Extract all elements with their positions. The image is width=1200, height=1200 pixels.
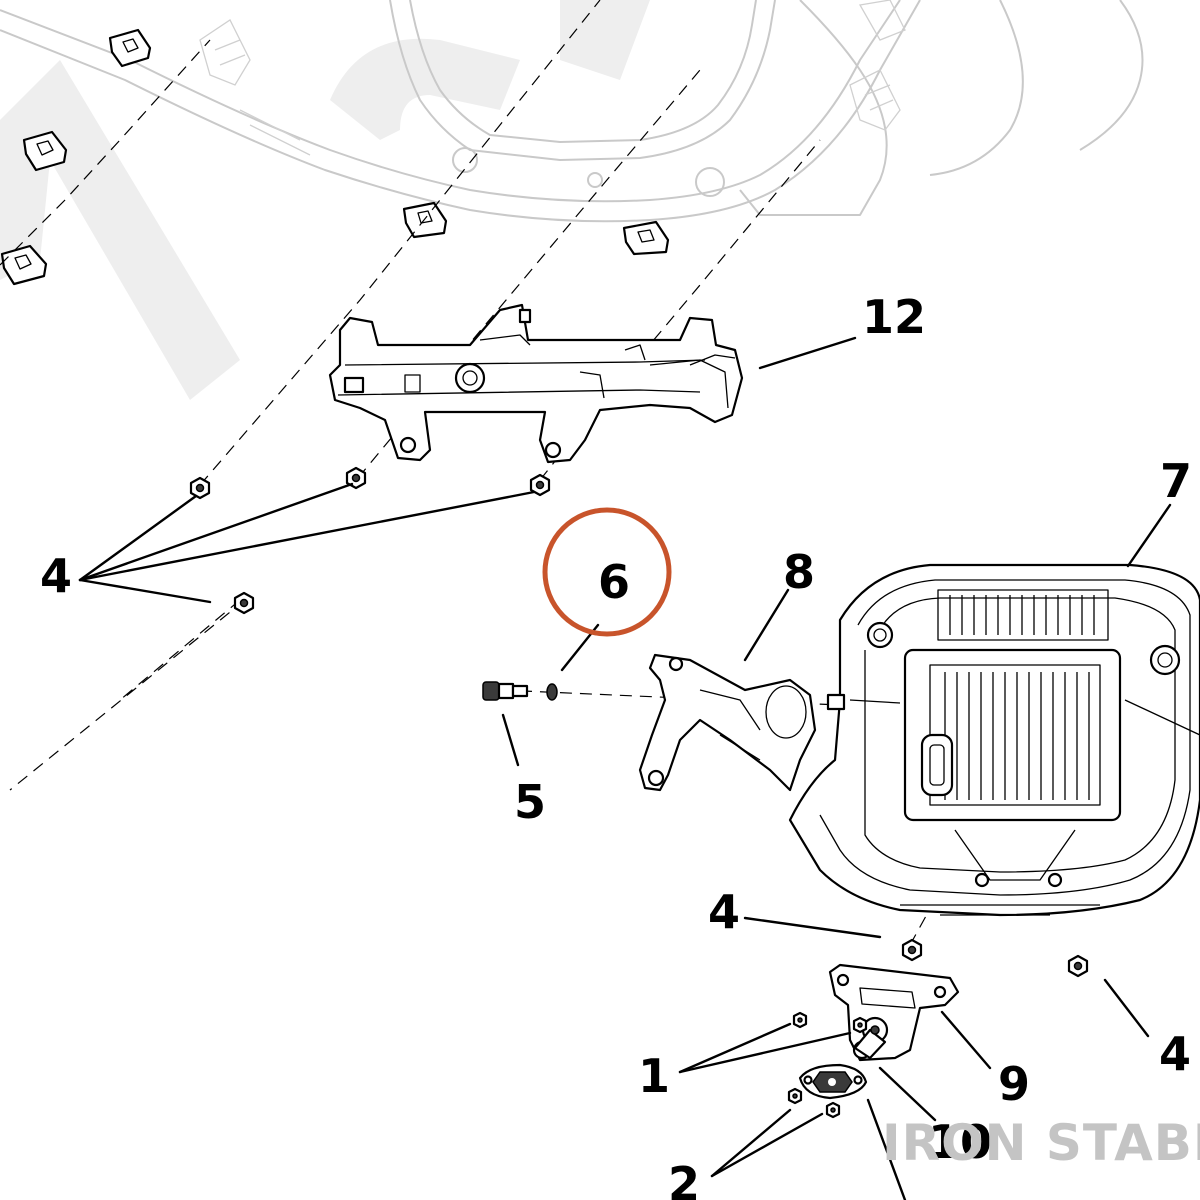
mounting-bracket-8 [638, 653, 817, 792]
callout-5: 5 [514, 775, 546, 829]
callout-7: 7 [1160, 454, 1192, 508]
callout-12: 12 [862, 290, 926, 344]
housing-7 [788, 563, 1200, 917]
clip-nut [0, 244, 48, 286]
small-screws [787, 1011, 868, 1119]
callout-2: 2 [668, 1157, 700, 1200]
callout-4-middle: 4 [708, 885, 740, 939]
plate-9 [828, 963, 960, 1062]
callout-8: 8 [783, 545, 815, 599]
clip-nut [402, 201, 448, 239]
screw [901, 938, 923, 962]
callout-6: 6 [598, 555, 630, 609]
bracket-assembly-12 [328, 303, 744, 464]
screw [233, 591, 255, 615]
callout-9: 9 [998, 1057, 1030, 1111]
gasket-2 [798, 1063, 868, 1100]
leader-lines [78, 336, 1172, 1200]
iron-stable-watermark: IRON STABLE [882, 1114, 1200, 1172]
clip-nut [108, 28, 152, 68]
highlight-circle [542, 507, 672, 637]
callout-4-upper: 4 [40, 549, 72, 603]
screws-4 [189, 466, 1089, 978]
callout-4-right: 4 [1159, 1027, 1191, 1081]
valve-10 [852, 1016, 889, 1060]
clip-nut [622, 220, 670, 256]
clip-nut [22, 130, 68, 172]
callout-labels: 4 12 7 8 6 5 4 4 1 9 10 2 [40, 290, 1192, 1200]
clip-nuts [0, 28, 670, 286]
callout-1: 1 [638, 1049, 670, 1103]
callout-10: 10 [928, 1115, 992, 1169]
screw [529, 473, 551, 497]
fairing-frame-ghost [0, 0, 1144, 223]
fastener-5 [482, 681, 529, 701]
screw [1067, 954, 1089, 978]
o-ring-6 [546, 683, 558, 701]
screw [189, 476, 211, 500]
